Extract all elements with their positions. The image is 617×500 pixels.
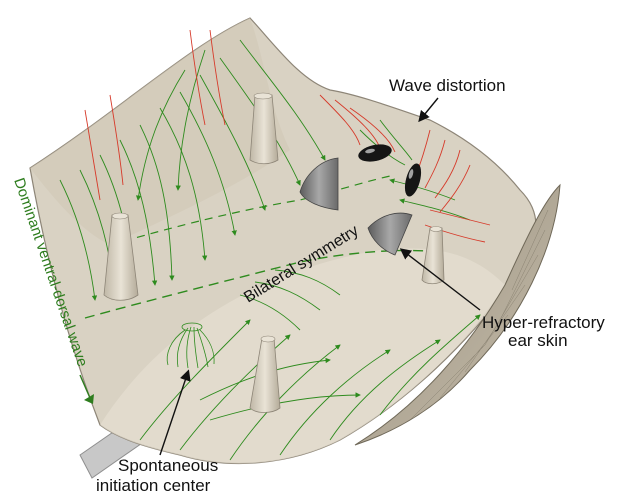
label-hyper-refractory-1: Hyper-refractory [482, 313, 605, 332]
tentacle-1 [249, 92, 279, 165]
eye-left [358, 144, 392, 162]
right-skin-flap [354, 183, 561, 446]
arrow-spontaneous [159, 369, 191, 456]
tentacle-3 [249, 335, 281, 413]
label-spontaneous-2: initiation center [96, 476, 211, 495]
label-hyper-refractory-2: ear skin [508, 331, 568, 350]
ear-cone-lower [367, 212, 413, 256]
eye-right [404, 163, 422, 197]
ear-cone-upper [299, 157, 339, 211]
refractory-lines [84, 29, 491, 243]
right-flap-hatching [409, 209, 549, 421]
dorsal-fold-shade [30, 18, 290, 245]
arrow-hyper-refractory [399, 248, 481, 311]
dominant-wave-arrowhead [79, 374, 94, 404]
label-wave-distortion: Wave distortion [389, 76, 506, 95]
arrow-wave-distortion [418, 97, 439, 123]
tentacle-2 [103, 212, 139, 301]
spontaneous-center-rays [166, 322, 215, 369]
ventral-region-shade [100, 248, 505, 464]
symmetry-dashed-line [84, 249, 441, 319]
dorsal-dashed-line [109, 174, 396, 246]
label-spontaneous-1: Spontaneous [118, 456, 218, 475]
